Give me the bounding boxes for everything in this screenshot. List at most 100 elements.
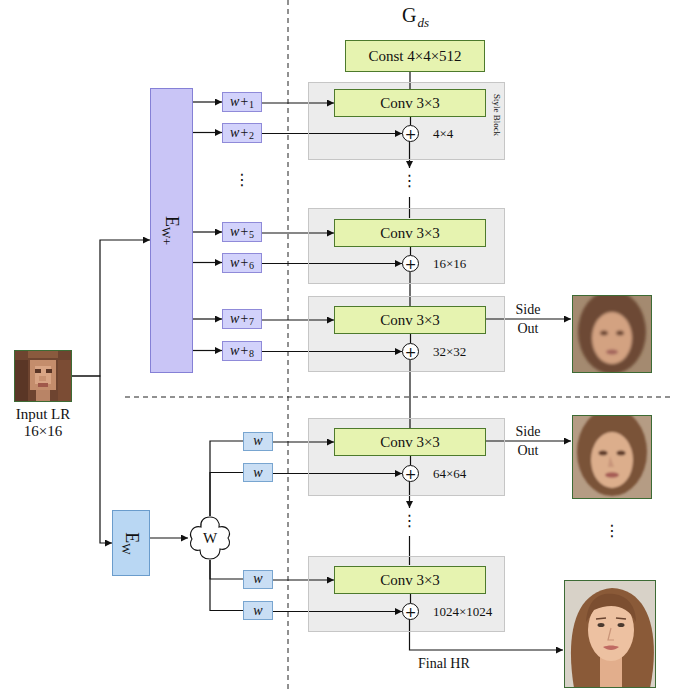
connector [193,350,222,351]
latent-code: w+ [230,312,249,326]
latent-code-box: w [243,432,273,451]
latent-index: 6 [249,261,254,271]
side-out-image [572,408,652,499]
latent-code-box: w+2 [222,123,262,143]
latent-code-box: w+5 [222,222,262,242]
ellipsis: ⋮ [234,170,250,189]
style-block: Style Block 4×4 Conv 3×3 + [308,82,505,160]
resolution-label: 1024×1024 [433,604,492,620]
layer-box: Conv 3×3 [334,566,486,594]
connector [193,262,222,263]
latent-index: 5 [249,230,254,240]
resolution-label-holder: 4×4 [433,126,453,142]
side-out-image [572,290,652,374]
connector [210,560,243,611]
text-label: Final HR [418,655,470,672]
input-face-image [14,350,72,402]
style-block: 32×32 Conv 3×3 + [308,296,505,372]
plus-sign: + [405,467,417,481]
layer-box: Const 4×4×512 [345,40,485,72]
text-label: Side Out [516,422,541,460]
plus-sign: + [405,127,417,141]
latent-code-box: w+7 [222,309,262,329]
plus-sign: + [405,605,417,619]
encoder-name: E [121,532,141,543]
ellipsis: ⋮ [604,521,620,540]
divider-line [125,397,672,398]
connector [193,318,222,319]
latent-code-box: w+8 [222,341,262,361]
plus-sign: + [405,345,417,359]
resolution-label-holder: 16×16 [433,256,466,272]
add-operator: + [402,125,419,142]
encoder-subscript: W+ [159,227,173,245]
layer-box: Conv 3×3 [334,306,486,334]
rotated-label: EW+ [161,216,182,245]
rotated-label: EW [120,532,141,554]
latent-space-name: W [203,530,217,547]
input-image-node: Input LR16×16 [14,350,72,442]
caption: Input LR16×16 [8,406,78,440]
add-operator: + [402,465,419,482]
layer-box: Conv 3×3 [334,219,486,247]
ellipsis: ⋮ [402,171,418,190]
latent-index: 8 [249,349,254,359]
latent-code: w [253,434,262,448]
style-block: 1024×1024 Conv 3×3 + [308,556,505,632]
style-block: 64×64 Conv 3×3 + [308,418,505,496]
connector [193,101,222,102]
resolution-label-holder: 64×64 [433,466,466,482]
resolution-label: 4×4 [433,126,453,142]
connector [193,132,222,133]
latent-index: 1 [249,100,254,110]
add-operator: + [402,603,419,620]
resolution-label-holder: 32×32 [433,344,466,360]
layer-name: Conv 3×3 [380,95,440,112]
connector [72,376,112,543]
style-block: 16×16Conv 3×3+ [308,208,505,284]
latent-code: w+ [230,344,249,358]
connector [210,473,243,517]
latent-code: w+ [230,225,249,239]
encoder-subscript: W [118,543,132,554]
latent-code: w [253,604,262,618]
latent-code-box: w+6 [222,253,262,273]
caption-text: 16×16 [8,423,78,440]
add-operator: + [402,343,419,360]
layer-box: Conv 3×3 [334,428,486,456]
latent-index: 2 [249,131,254,141]
latent-index: 7 [249,317,254,327]
layer-name: Conv 3×3 [380,312,440,329]
connector [150,537,188,538]
latent-code: w+ [230,126,249,140]
latent-code: w+ [230,95,249,109]
divider-line [288,0,289,692]
layer-name: Const 4×4×512 [368,48,461,65]
connector [193,231,222,232]
layer-name: Conv 3×3 [380,434,440,451]
resolution-label-holder: 1024×1024 [433,604,492,620]
encoder-box: EW+ [150,88,193,373]
rotated-label: Style Block [491,87,503,143]
text-label: Side Out [516,300,541,338]
latent-code-box: w+1 [222,92,262,112]
resolution-label: 32×32 [433,344,466,360]
generator-title: ds [417,15,429,31]
latent-code-box: w [243,570,273,589]
layer-box: Conv 3×3 [334,89,486,117]
layer-name: Conv 3×3 [380,225,440,242]
layer-name: Conv 3×3 [380,572,440,589]
connector [72,240,150,376]
block-name: Style Block [492,94,502,136]
latent-code: w [253,572,262,586]
encoder-box: EW [112,510,150,576]
resolution-label: 16×16 [433,256,466,272]
resolution-label: 64×64 [433,466,466,482]
final-hr-image [564,580,656,688]
latent-code: w [253,466,262,480]
ellipsis: ⋮ [402,511,418,530]
connector [210,441,243,516]
encoder-name: E [162,216,182,227]
caption-text: Input LR [8,406,78,423]
